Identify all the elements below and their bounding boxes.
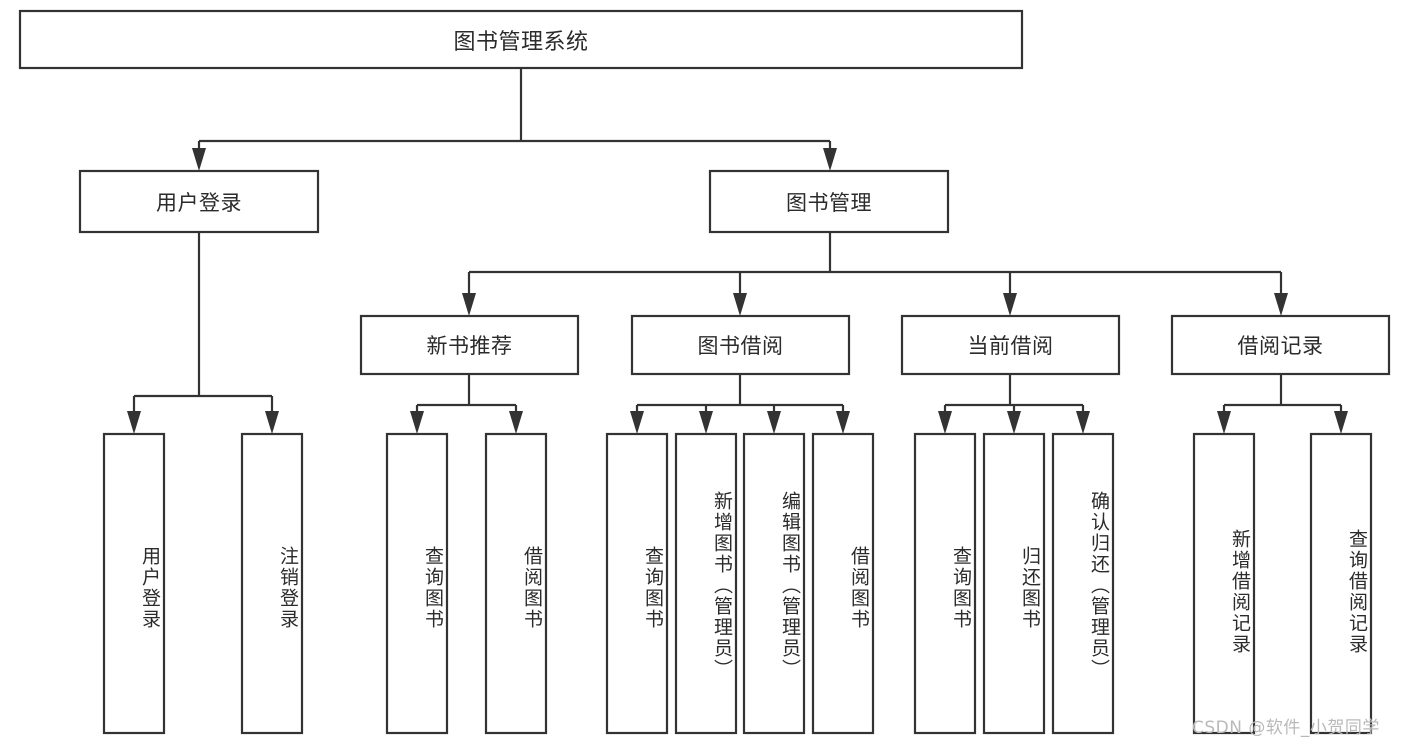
- node-box-leaf-query-book-1[interactable]: [385, 432, 449, 735]
- node-box-leaf-logout-login[interactable]: [240, 432, 304, 735]
- node-box-leaf-add-book[interactable]: [674, 432, 738, 735]
- node-box-leaf-return-book[interactable]: [982, 432, 1046, 735]
- arrowhead-to-leaf-edit-book: [767, 411, 781, 434]
- arrowhead-to-current-borrow: [1003, 293, 1017, 316]
- csdn-watermark: CSDN @软件_小贺同学: [1192, 718, 1380, 738]
- arrowhead-to-leaf-add-record: [1217, 411, 1231, 434]
- node-box-user-login[interactable]: [78, 169, 320, 234]
- arrowhead-to-borrow-record: [1274, 293, 1288, 316]
- node-box-leaf-borrow-book-2[interactable]: [811, 432, 875, 735]
- node-box-leaf-user-login[interactable]: [102, 432, 166, 735]
- arrowhead-to-leaf-logout-login: [265, 411, 279, 434]
- arrowhead-to-leaf-borrow-book-1: [509, 411, 523, 434]
- node-box-leaf-add-record[interactable]: [1192, 432, 1256, 735]
- arrowhead-to-leaf-query-book-1: [410, 411, 424, 434]
- connector-borrowrecord-to-leaves: [1222, 374, 1343, 424]
- node-box-borrow-record[interactable]: [1170, 314, 1391, 376]
- arrowhead-to-leaf-query-book-3: [938, 411, 952, 434]
- node-box-leaf-query-book-2[interactable]: [605, 432, 669, 735]
- node-box-new-book-recommend[interactable]: [359, 314, 580, 376]
- node-box-current-borrow[interactable]: [900, 314, 1121, 376]
- node-box-leaf-query-record[interactable]: [1309, 432, 1373, 735]
- arrowhead-to-book-management: [823, 148, 837, 171]
- connector-userlogin-to-leaves: [132, 232, 274, 424]
- connector-root-to-level2: [197, 68, 832, 160]
- node-box-leaf-borrow-book-1[interactable]: [484, 432, 548, 735]
- arrowhead-to-user-login: [192, 148, 206, 171]
- connector-bookborrow-to-leaves: [635, 374, 845, 424]
- arrowhead-to-leaf-return-book: [1007, 411, 1021, 434]
- node-box-leaf-query-book-3[interactable]: [913, 432, 977, 735]
- node-box-root[interactable]: [18, 9, 1024, 70]
- arrowhead-to-leaf-add-book: [699, 411, 713, 434]
- connector-bookmgmt-to-level3: [467, 232, 1283, 305]
- node-box-book-management[interactable]: [708, 169, 950, 234]
- arrowhead-to-leaf-query-record: [1334, 411, 1348, 434]
- node-box-leaf-edit-book[interactable]: [742, 432, 806, 735]
- arrowhead-to-leaf-borrow-book-2: [836, 411, 850, 434]
- arrowhead-to-leaf-user-login: [127, 411, 141, 434]
- arrowhead-to-leaf-confirm-return: [1076, 411, 1090, 434]
- node-box-book-borrow[interactable]: [630, 314, 851, 376]
- arrowhead-to-new-book-recommend: [462, 293, 476, 316]
- node-box-leaf-confirm-return[interactable]: [1051, 432, 1115, 735]
- connector-newbook-to-leaves: [415, 374, 518, 424]
- arrowhead-to-book-borrow: [733, 293, 747, 316]
- arrowhead-to-leaf-query-book-2: [630, 411, 644, 434]
